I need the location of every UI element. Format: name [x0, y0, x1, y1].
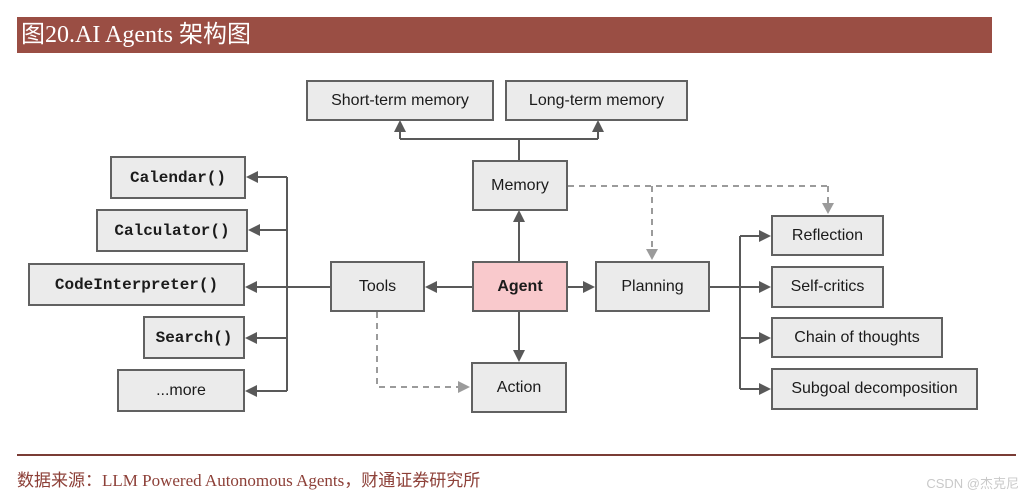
node-search: Search()	[143, 316, 245, 359]
node-code-interpreter: CodeInterpreter()	[28, 263, 245, 306]
dashed-tools-to-action	[376, 312, 460, 388]
figure-title-bar: 图20.AI Agents 架构图	[17, 17, 992, 53]
dashed-arrowhead-action	[458, 381, 470, 393]
arrowhead-code-interpreter	[245, 281, 257, 293]
node-calculator: Calculator()	[96, 209, 248, 252]
arrowhead-planning	[583, 281, 595, 293]
node-planning: Planning	[595, 261, 710, 312]
node-chain-of-thoughts: Chain of thoughts	[771, 317, 943, 358]
node-calendar: Calendar()	[110, 156, 246, 199]
arrowhead-action	[513, 350, 525, 362]
connector-memory-to-topboxes	[399, 127, 599, 160]
node-long-term-memory: Long-term memory	[505, 80, 688, 121]
node-self-critics: Self-critics	[771, 266, 884, 308]
dashed-memory-to-planning-reflection	[568, 185, 829, 251]
arrowhead-long-term	[592, 120, 604, 132]
node-agent: Agent	[472, 261, 568, 312]
arrowhead-search	[245, 332, 257, 344]
figure-title: 图20.AI Agents 架构图	[21, 22, 251, 48]
connector-tools-to-tool-list	[252, 176, 330, 392]
arrowhead-short-term	[394, 120, 406, 132]
arrowhead-memory	[513, 210, 525, 222]
node-memory: Memory	[472, 160, 568, 211]
node-reflection: Reflection	[771, 215, 884, 256]
dashed-arrowhead-reflection	[822, 203, 834, 214]
arrowhead-subgoal	[759, 383, 771, 395]
arrowhead-tools	[425, 281, 437, 293]
footer-divider	[17, 454, 1016, 456]
connector-planning-to-methods	[710, 235, 764, 390]
node-action: Action	[471, 362, 567, 413]
node-short-term-memory: Short-term memory	[306, 80, 494, 121]
arrowhead-calendar	[246, 171, 258, 183]
node-more: ...more	[117, 369, 245, 412]
arrowhead-chain-of-thoughts	[759, 332, 771, 344]
arrowhead-self-critics	[759, 281, 771, 293]
dashed-arrowhead-planning	[646, 249, 658, 260]
data-source-text: 数据来源：LLM Powered Autonomous Agents，财通证券研…	[17, 471, 481, 490]
watermark-text: CSDN @杰克尼	[926, 476, 1019, 491]
arrowhead-more	[245, 385, 257, 397]
arrowhead-reflection	[759, 230, 771, 242]
arrowhead-calculator	[248, 224, 260, 236]
node-tools: Tools	[330, 261, 425, 312]
node-subgoal-decomposition: Subgoal decomposition	[771, 368, 978, 410]
